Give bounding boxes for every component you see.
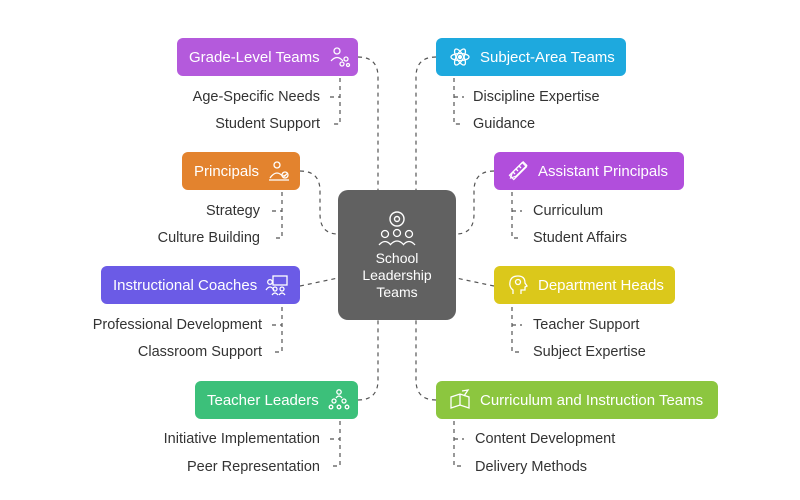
- center-title: School Leadership Teams: [362, 249, 432, 300]
- head-brain-icon: [509, 275, 528, 294]
- list-item: Culture Building: [157, 230, 260, 246]
- list-item: Age-Specific Needs: [192, 89, 320, 105]
- branch-label: Instructional Coaches: [113, 276, 258, 294]
- list-item: Peer Representation: [187, 459, 320, 475]
- atom-icon: [450, 48, 470, 66]
- branch-label: Subject-Area Teams: [480, 48, 615, 66]
- presentation-icon: [265, 275, 288, 296]
- list-item: Strategy: [206, 203, 260, 219]
- branch-curriculum-and-instruction-teams[interactable]: Curriculum and Instruction Teams: [436, 381, 718, 419]
- center-node[interactable]: School Leadership Teams: [338, 190, 456, 320]
- students-icon: [330, 47, 350, 68]
- team-icon: [378, 228, 416, 245]
- ruler-pencil-icon: [508, 160, 528, 181]
- list-item: Student Affairs: [533, 230, 628, 246]
- branch-principals[interactable]: Principals: [182, 152, 300, 190]
- branch-label: Principals: [194, 162, 260, 180]
- branch-assistant-principals[interactable]: Assistant Principals: [494, 152, 684, 190]
- list-item: Teacher Support: [533, 317, 640, 333]
- list-item: Content Development: [475, 431, 616, 447]
- branch-label: Department Heads: [538, 276, 664, 294]
- branch-label: Curriculum and Instruction Teams: [480, 391, 704, 409]
- gear-icon: [389, 210, 405, 227]
- list-item: Subject Expertise: [533, 344, 646, 360]
- branch-instructional-coaches[interactable]: Instructional Coaches: [101, 266, 300, 304]
- branch-label: Assistant Principals: [538, 162, 669, 180]
- branch-grade-level-teams[interactable]: Grade-Level Teams: [177, 38, 358, 76]
- branch-label: Teacher Leaders: [207, 391, 319, 409]
- list-item: Discipline Expertise: [473, 89, 600, 105]
- leader-icon: [269, 161, 290, 181]
- branch-label: Grade-Level Teams: [189, 48, 320, 66]
- branch-teacher-leaders[interactable]: Teacher Leaders: [195, 381, 358, 419]
- list-item: Delivery Methods: [475, 459, 588, 475]
- list-item: Student Support: [215, 116, 320, 132]
- list-item: Initiative Implementation: [163, 431, 320, 447]
- branch-subject-area-teams[interactable]: Subject-Area Teams: [436, 38, 626, 76]
- group-pyramid-icon: [328, 389, 350, 410]
- list-item: Curriculum: [533, 203, 604, 219]
- list-item: Classroom Support: [137, 344, 262, 360]
- list-item: Professional Development: [92, 317, 262, 333]
- list-item: Guidance: [473, 116, 536, 132]
- branch-department-heads[interactable]: Department Heads: [494, 266, 675, 304]
- book-pen-icon: [450, 389, 470, 409]
